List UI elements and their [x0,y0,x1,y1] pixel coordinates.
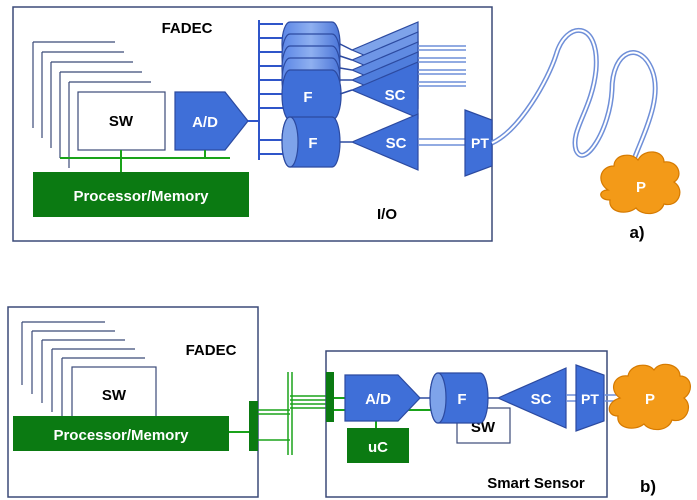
sensor-bus-connector-b [326,372,334,422]
filter-cylinder-face-b [429,372,447,424]
pt-label-a: PT [471,135,489,151]
processor-memory-block-b [13,416,229,451]
processor-label-a: Processor/Memory [73,188,209,205]
diagram-b: FADEC SW Processor/Memory [7,306,691,498]
pressure-source-b [608,363,691,431]
filter-label-a-top: F [303,89,312,106]
filter-label-b: F [457,391,466,408]
processor-bus-a [60,150,230,172]
diagram-a: FADEC SW A/D Processor/Memory [12,6,681,242]
fadec-bus-connector-b [249,401,258,451]
pressure-source-a [600,151,681,215]
io-label-a: I/O [377,206,397,223]
pressure-transducer-a [464,109,493,177]
caption-a: a) [629,223,644,242]
fadec-title-a: FADEC [162,20,213,37]
sc-label-a-top: SC [385,87,406,104]
sc-amplifier-b [496,367,567,429]
ad-converter-a [174,91,249,151]
sw-label-a: SW [109,113,134,130]
sw-box-b [71,366,157,425]
filter-stack-a [281,21,342,121]
ad-label-b: A/D [365,391,391,408]
channel-bus-a [258,20,283,160]
pressure-label-b: P [645,391,655,408]
sc-stack-outputs-a [418,45,466,87]
sc-label-b: SC [531,391,552,408]
filter-to-sc-links-a [339,43,353,95]
pressure-transducer-b [575,364,605,432]
ad-converter-b [344,374,421,422]
pressure-label-a: P [636,179,646,196]
external-bus-b [258,372,326,455]
sc-amplifier-a [350,113,419,171]
uc-label-b: uC [368,439,388,456]
sw-box-a [77,91,166,151]
filter-label-a-bottom: F [308,135,317,152]
ad-label-a: A/D [192,114,218,131]
pressure-tube-a [490,27,658,171]
sw-stack-a [32,41,166,168]
caption-b: b) [640,477,656,496]
smart-sensor-label-b: Smart Sensor [487,475,585,492]
pt-label-b: PT [581,391,599,407]
processor-label-b: Processor/Memory [53,427,189,444]
microcontroller-block-b [347,428,409,463]
processor-memory-block-a [33,172,249,217]
sw-stack-b [21,321,157,425]
fadec-title-b: FADEC [186,342,237,359]
sc-to-pt-lines-a [418,138,465,146]
filter-cylinder-face-a [281,116,299,168]
sc-label-a-bottom: SC [386,135,407,152]
sc-stack-a [350,21,419,119]
sc-to-pt-lines-b [566,394,576,402]
sw-label-b: SW [102,387,127,404]
